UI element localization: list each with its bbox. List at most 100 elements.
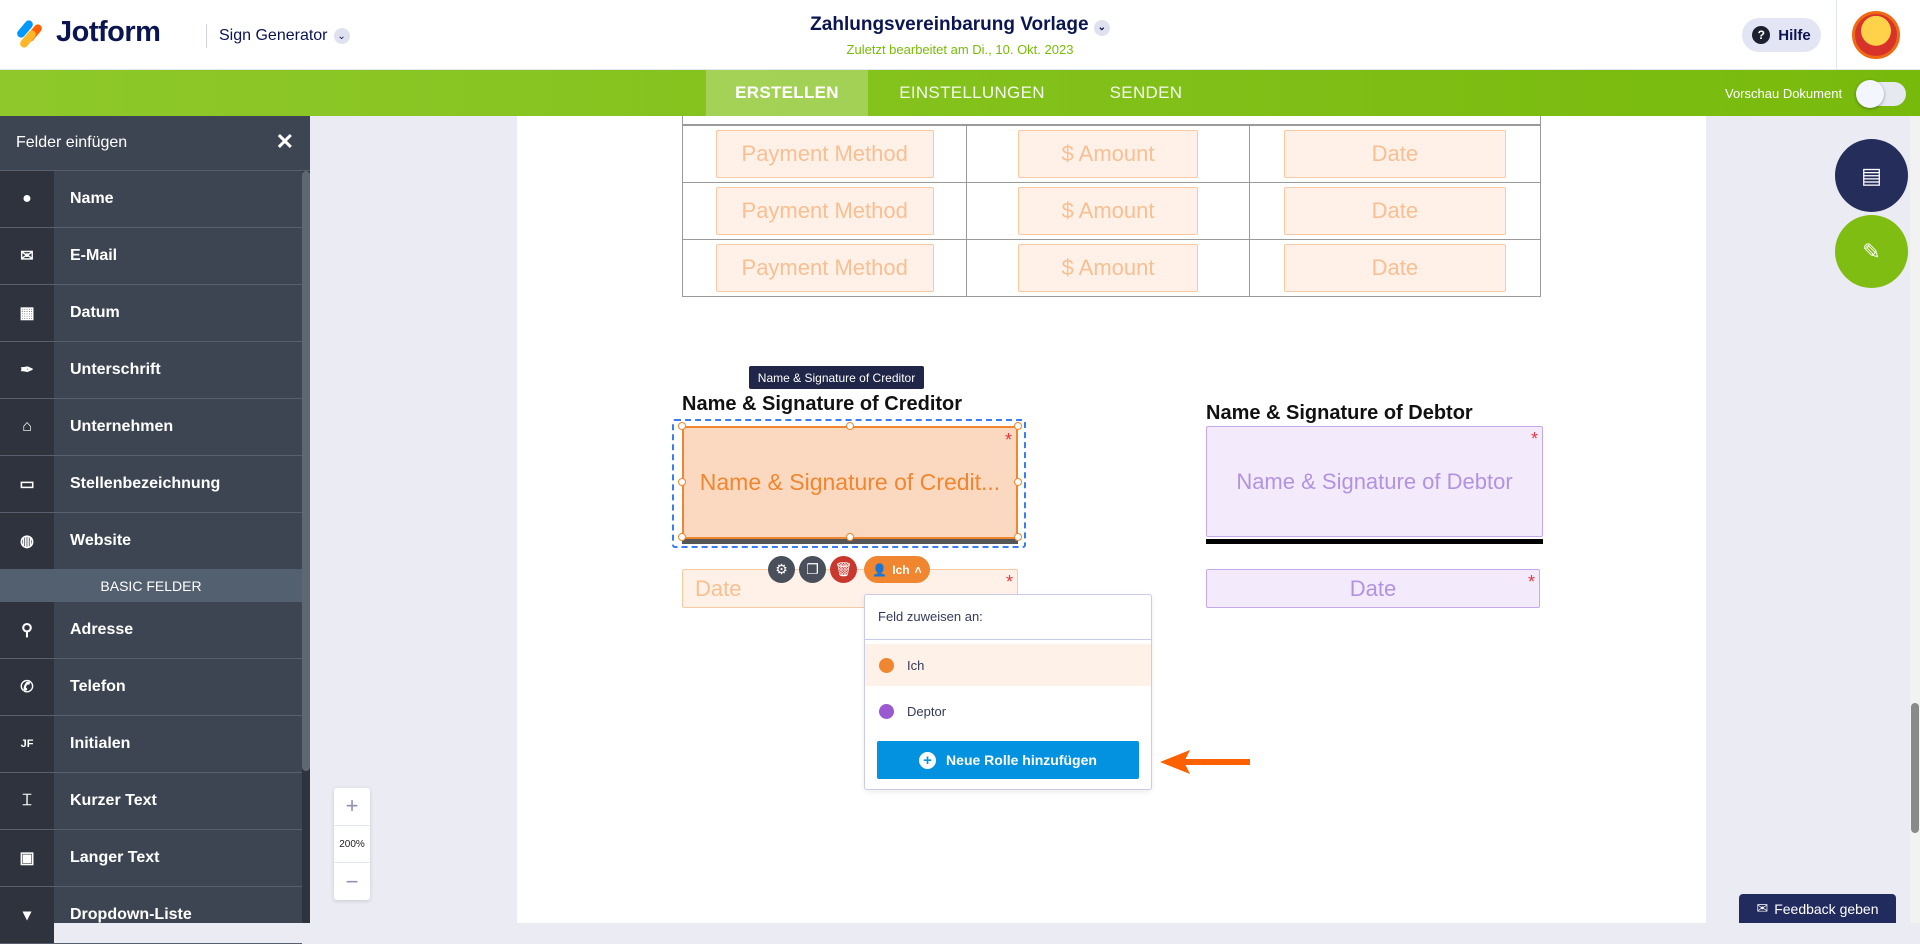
signature-line [1206, 539, 1543, 544]
feedback-button[interactable]: ✉Feedback geben [1739, 894, 1896, 923]
pages-button[interactable]: ▤ [1835, 139, 1908, 212]
bank-icon: ⌂ [0, 399, 54, 455]
table-field[interactable]: $ Amount [1018, 187, 1199, 235]
resize-handle[interactable] [1014, 422, 1022, 430]
role-assign-button[interactable]: 👤Ich˄ [864, 556, 930, 583]
sidebar-item-e-mail[interactable]: ✉E-Mail [0, 228, 302, 285]
table-field[interactable]: Payment Method [715, 130, 934, 178]
sidebar-item-label: Kurzer Text [70, 792, 157, 809]
resize-handle[interactable] [1014, 478, 1022, 486]
page-scroll-thumb[interactable] [1911, 703, 1919, 833]
table-top-row [682, 116, 1541, 125]
tab-senden[interactable]: SENDEN [1109, 83, 1183, 102]
tab-einstellungen[interactable]: EINSTELLUNGEN [899, 83, 1045, 102]
resize-handle[interactable] [846, 533, 854, 541]
resize-handle[interactable] [678, 478, 686, 486]
app-switcher[interactable]: Sign Generator⌄ [206, 24, 350, 48]
sidebar-item-unternehmen[interactable]: ⌂Unternehmen [0, 399, 302, 456]
resize-handle[interactable] [678, 422, 686, 430]
table-field[interactable]: Date [1283, 130, 1506, 178]
edit-icon: ✎ [1862, 238, 1881, 264]
sidebar-item-label: Initialen [70, 735, 131, 752]
resize-handle[interactable] [846, 422, 854, 430]
resize-handle[interactable] [678, 533, 686, 541]
required-marker: * [1530, 429, 1538, 449]
jotform-logo[interactable]: Jotform [15, 16, 161, 49]
page-scrollbar[interactable] [1910, 116, 1920, 923]
tab-erstellen[interactable]: ERSTELLEN [706, 70, 868, 116]
copy-icon: ❐ [806, 561, 819, 577]
table-field[interactable]: Date [1283, 187, 1506, 235]
long-text-icon: ▣ [0, 830, 54, 886]
table-cell: Date [1250, 183, 1540, 239]
debtor-field-text: Name & Signature of Debtor [1236, 468, 1513, 494]
preview-label: Vorschau Dokument [1725, 86, 1843, 101]
zoom-level: 200% [334, 826, 370, 864]
sidebar-item-label: Telefon [70, 678, 126, 695]
table-row: Payment Method $ Amount Date [682, 182, 1541, 240]
table-field[interactable]: Payment Method [715, 187, 934, 235]
initials-icon: JF [0, 716, 54, 772]
role-option-ich[interactable]: Ich [865, 644, 1151, 686]
sidebar-item-unterschrift[interactable]: ✒Unterschrift [0, 342, 302, 399]
sidebar-item-datum[interactable]: ▦Datum [0, 285, 302, 342]
close-icon[interactable]: ✕ [275, 129, 294, 154]
edit-button[interactable]: ✎ [1835, 215, 1908, 288]
sidebar-item-label: Stellenbezeichnung [70, 475, 221, 492]
role-color-dot [879, 703, 894, 719]
sidebar-item-langer-text[interactable]: ▣Langer Text [0, 830, 302, 887]
resize-handle[interactable] [1014, 533, 1022, 541]
chevron-down-icon[interactable]: ⌄ [1093, 19, 1110, 36]
sidebar-item-label: Adresse [70, 621, 134, 638]
sidebar-item-website[interactable]: ◍Website [0, 513, 302, 570]
zoom-out-button[interactable]: − [345, 868, 359, 894]
field-tooltip: Name & Signature of Creditor [749, 366, 924, 389]
calendar-icon: ▦ [0, 285, 54, 341]
sidebar-item-telefon[interactable]: ✆ Telefon [0, 659, 302, 716]
nav-bar [0, 70, 1920, 116]
fields-sidebar: Felder einfügen✕ ●Name✉E-Mail▦Datum✒Unte… [0, 116, 310, 944]
document-title[interactable]: Zahlungsvereinbarung Vorlage ⌄ [0, 14, 1920, 36]
preview-toggle[interactable] [1856, 80, 1906, 108]
divider [865, 639, 1151, 640]
required-marker: * [1527, 572, 1535, 592]
sidebar-item-stellenbezeichnung[interactable]: ▭Stellenbezeichnung [0, 456, 302, 513]
sidebar-item-name[interactable]: ● Name [0, 171, 302, 228]
pen-icon: ✒ [0, 342, 54, 398]
sidebar-item-label: Name [70, 190, 114, 207]
settings-button[interactable]: ⚙ [768, 556, 795, 583]
add-role-button[interactable]: +Neue Rolle hinzufügen [877, 741, 1139, 779]
globe-icon: ◍ [0, 513, 54, 569]
table-field[interactable]: $ Amount [1018, 130, 1199, 178]
table-field[interactable]: $ Amount [1018, 244, 1199, 292]
table-field[interactable]: Payment Method [715, 244, 934, 292]
user-circle-icon: ● [0, 171, 54, 227]
delete-button[interactable]: 🗑 [830, 556, 857, 583]
role-option-deptor[interactable]: Deptor [865, 690, 1151, 732]
sidebar-item-kurzer-text[interactable]: ⌶Kurzer Text [0, 773, 302, 830]
debtor-signature-field[interactable]: Name & Signature of Debtor * [1206, 426, 1543, 537]
creditor-signature-field[interactable]: Name & Signature of Credit... * [682, 426, 1018, 539]
map-pin-icon: ⚲ [0, 602, 54, 658]
phone-icon: ✆ [0, 659, 54, 715]
sidebar-item-initialen[interactable]: JF Initialen [0, 716, 302, 773]
debtor-date-field[interactable]: Date* [1206, 569, 1540, 608]
assign-role-menu: Feld zuweisen an: Ich Deptor +Neue Rolle… [864, 594, 1152, 790]
role-color-dot [879, 657, 894, 673]
creditor-date-text: Date [695, 575, 742, 601]
role-label: Ich [892, 562, 910, 577]
feedback-label: Feedback geben [1774, 900, 1879, 917]
envelope-icon: ✉ [0, 228, 54, 284]
dropdown-icon: ▾ [0, 887, 54, 943]
table-field[interactable]: Date [1283, 244, 1506, 292]
duplicate-button[interactable]: ❐ [799, 556, 826, 583]
sidebar-item-adresse[interactable]: ⚲ Adresse [0, 602, 302, 659]
sidebar-item-dropdown-liste[interactable]: ▾Dropdown-Liste [0, 887, 302, 944]
sidebar-scroll-thumb[interactable] [302, 171, 310, 771]
zoom-in-button[interactable]: + [334, 788, 370, 826]
plus-circle-icon: + [919, 751, 937, 769]
table-cell: Payment Method [683, 240, 968, 296]
question-icon: ? [1752, 26, 1771, 44]
avatar[interactable] [1852, 11, 1900, 59]
help-button[interactable]: ?Hilfe [1742, 18, 1821, 52]
